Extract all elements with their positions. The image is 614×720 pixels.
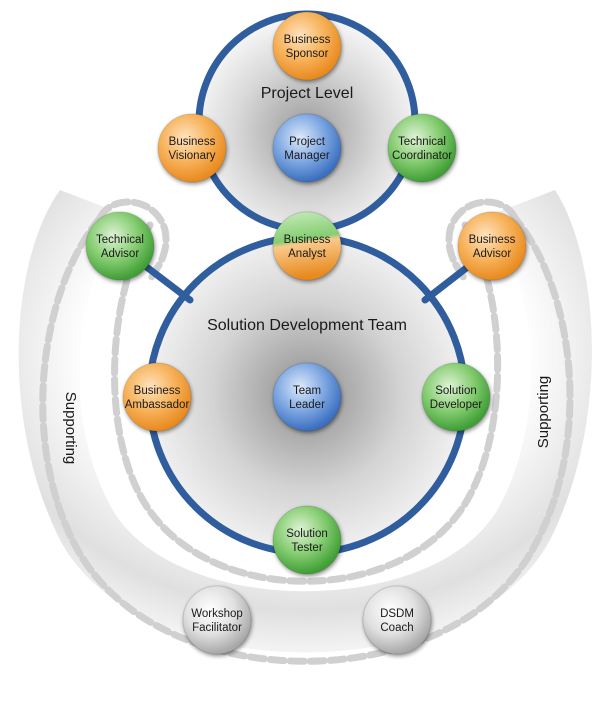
node-label-line: Solution <box>286 528 328 540</box>
business-advisor-dashed-loop <box>445 198 519 284</box>
node-label-line: Solution <box>435 385 477 397</box>
node-label-line: Coordinator <box>392 150 452 162</box>
node-label-line: Business <box>284 34 331 46</box>
node-circle <box>362 585 432 655</box>
supporting-inner-dashed-border <box>111 221 502 585</box>
node-label-line: Business <box>169 136 216 148</box>
node-label-line: Developer <box>430 399 483 411</box>
node-label-line: Advisor <box>473 248 512 260</box>
node-circle <box>387 113 457 183</box>
node-label-line: Business <box>134 385 181 397</box>
node-label-line: Visionary <box>168 150 215 162</box>
node-label-line: Business <box>469 234 516 246</box>
supporting-label-right: Supporting <box>535 376 552 449</box>
node-label-line: Advisor <box>101 248 140 260</box>
node-circle <box>157 113 227 183</box>
node-circle <box>122 362 192 432</box>
node-label-line: Ambassador <box>125 399 190 411</box>
node-label-line: Manager <box>284 150 330 162</box>
node-label-line: Tester <box>291 542 322 554</box>
node-label-line: Sponsor <box>286 48 329 60</box>
node-label-line: Project <box>289 136 326 148</box>
node-label-line: Technical <box>398 136 446 148</box>
node-label-line: DSDM <box>380 608 414 620</box>
node-circle <box>272 362 342 432</box>
supporting-label-left: Supporting <box>62 392 79 465</box>
node-label-line: Technical <box>96 234 144 246</box>
node-label-line: Business <box>284 234 331 246</box>
node-dsdm-coach: DSDM Coach <box>362 585 432 655</box>
node-circle <box>85 211 155 281</box>
node-label-line: Team <box>293 385 321 397</box>
technical-advisor-dashed-loop <box>96 198 170 284</box>
node-label-line: Coach <box>380 622 413 634</box>
node-label-line: Facilitator <box>192 622 242 634</box>
node-circle <box>421 362 491 432</box>
node-circle <box>272 113 342 183</box>
node-circle <box>272 505 342 575</box>
node-label-line: Analyst <box>288 248 327 260</box>
node-circle <box>457 211 527 281</box>
node-circle <box>272 211 342 281</box>
project-level-title: Project Level <box>261 85 354 102</box>
node-label-line: Leader <box>289 399 325 411</box>
supporting-outer-dashed-border <box>39 214 574 665</box>
node-circle <box>272 11 342 81</box>
supporting-band <box>18 190 592 653</box>
team-title: Solution Development Team <box>207 317 407 334</box>
node-circle <box>182 585 252 655</box>
node-label-line: Workshop <box>191 608 243 620</box>
